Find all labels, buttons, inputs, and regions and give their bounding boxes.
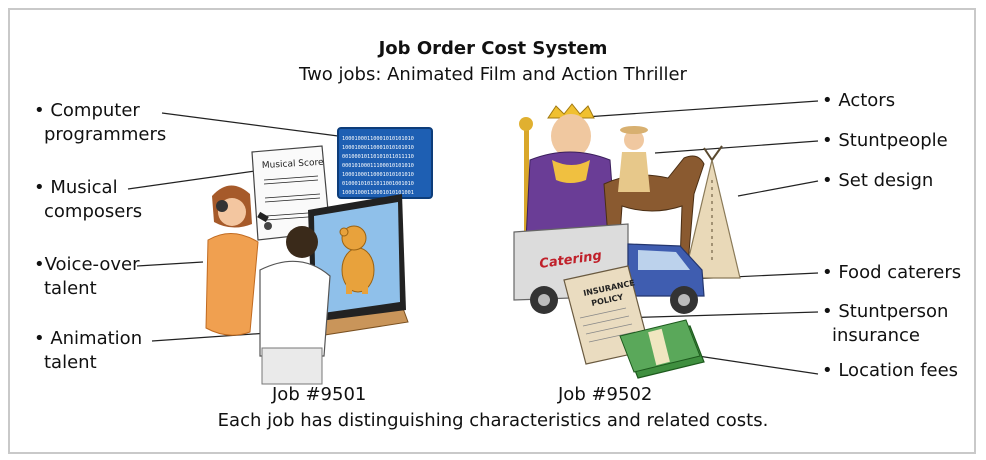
king-actor	[519, 103, 617, 246]
voiceover-artist	[205, 185, 272, 336]
label-food-caterers: • Food caterers	[822, 262, 962, 283]
figure-caption: Each job has distinguishing characterist…	[217, 410, 769, 431]
label-stuntperson-insurance-2: insurance	[832, 325, 921, 346]
svg-text:Musical Score: Musical Score	[262, 158, 325, 171]
svg-text:10001000110001010101001: 10001000110001010101001	[342, 190, 414, 196]
animation-computer	[308, 194, 406, 322]
job-9502-label: Job #9502	[558, 384, 653, 405]
animator-man	[259, 226, 331, 385]
catering-truck: Catering	[513, 223, 705, 314]
location-fees-money	[619, 319, 705, 379]
left-leader-lines	[127, 112, 339, 342]
label-set-design: • Set design	[822, 170, 934, 191]
svg-text:10001000110001010101010: 10001000110001010101010	[342, 172, 414, 178]
svg-text:10001000110001010101010: 10001000110001010101010	[342, 136, 414, 142]
svg-text:10001000110001010101010: 10001000110001010101010	[342, 145, 414, 151]
svg-text:00100010110101011011110: 00100010110101011011110	[342, 154, 414, 160]
label-voiceover-talent-1: •Voice-over	[34, 254, 140, 275]
label-actors: • Actors	[822, 90, 896, 111]
figure-title: Job Order Cost System	[378, 38, 608, 59]
set-design-teepee	[683, 145, 741, 279]
label-stuntperson-insurance-1: • Stuntperson	[822, 301, 949, 322]
svg-text:00010100011100010101010: 00010100011100010101010	[342, 163, 414, 169]
binary-code-monitor: 10001000110001010101010 1000100011000101…	[337, 127, 433, 199]
job-9501-label: Job #9501	[272, 384, 367, 405]
label-computer-programmers-1: • Computer	[34, 100, 140, 121]
right-leader-lines	[584, 100, 819, 375]
label-stuntpeople: • Stuntpeople	[822, 130, 948, 151]
label-animation-talent-1: • Animation	[34, 328, 143, 349]
figure-frame	[8, 8, 976, 454]
label-computer-programmers-2: programmers	[44, 124, 167, 145]
figure-subtitle: Two jobs: Animated Film and Action Thril…	[299, 64, 687, 85]
label-musical-composers-2: composers	[44, 201, 143, 222]
label-location-fees: • Location fees	[822, 360, 959, 381]
label-musical-composers-1: • Musical	[34, 177, 118, 198]
label-voiceover-talent-2: talent	[44, 278, 97, 299]
svg-text:01000101011011001001010: 01000101011011001001010	[342, 181, 414, 187]
horse-and-stunt-rider	[603, 126, 705, 265]
label-animation-talent-2: talent	[44, 352, 97, 373]
